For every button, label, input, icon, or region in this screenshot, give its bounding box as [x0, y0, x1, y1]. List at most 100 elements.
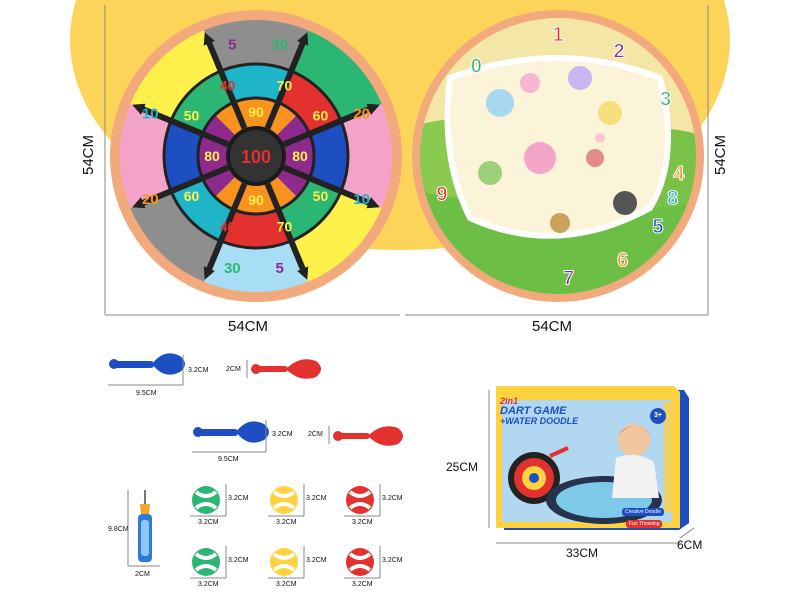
middle-segment	[220, 209, 292, 248]
doodle-number: 5	[652, 216, 663, 238]
spoke-tip	[297, 266, 309, 280]
dart-blue2-length-label: 9.5CM	[218, 456, 239, 463]
middle-segment	[309, 120, 348, 192]
middle-score-label: 60	[313, 108, 329, 124]
board-spoke	[264, 182, 308, 276]
middle-segment	[171, 178, 234, 241]
outer-score-label: 20	[142, 191, 159, 208]
dart-red2-head-label: 2CM	[308, 431, 323, 438]
red-dart-2	[333, 426, 403, 446]
middle-segment	[278, 178, 341, 241]
spoke-tip	[366, 197, 380, 209]
ball	[268, 484, 302, 523]
ball-height-label: 3.2CM	[228, 495, 249, 502]
middle-segment	[278, 71, 341, 134]
box-dim-lines	[488, 390, 695, 544]
ball	[190, 484, 224, 523]
outer-segment	[130, 30, 221, 121]
board-spoke	[282, 164, 376, 208]
outer-score-label: 30	[224, 260, 241, 277]
age-badge: 3+	[650, 408, 666, 424]
board-spoke	[282, 104, 376, 148]
inner-score-label: 90	[248, 192, 264, 208]
ball-icon	[192, 548, 220, 576]
doodle-number: 4	[673, 163, 685, 185]
package-box	[496, 386, 689, 530]
board-spoke	[204, 36, 248, 130]
middle-score-label: 70	[277, 77, 293, 93]
water-pen	[138, 490, 152, 562]
outer-segment	[291, 191, 382, 282]
dart-red-head-label: 2CM	[226, 366, 241, 373]
red-dart-1	[251, 359, 321, 379]
blue-dart-2	[193, 421, 269, 443]
outer-segment	[203, 20, 309, 72]
ball-dim-lines	[344, 546, 384, 591]
ball-height-label: 3.2CM	[306, 557, 327, 564]
ball-width-label: 3.2CM	[198, 581, 219, 588]
spoke-tip	[132, 197, 146, 209]
ball-icon	[270, 486, 298, 514]
middle-score-label: 50	[184, 108, 200, 124]
middle-segment	[220, 64, 292, 103]
middle-segment	[171, 71, 234, 134]
box-depth-label: 6CM	[677, 538, 703, 552]
outer-segment	[340, 103, 392, 209]
ball-icon	[192, 486, 220, 514]
blue-dart-1	[109, 353, 185, 375]
doodle-number: 6	[617, 249, 628, 271]
ball-height-label: 3.2CM	[382, 495, 403, 502]
ball-dim-lines	[344, 484, 384, 529]
tag-creative-doodle: Creative Doodle	[622, 508, 664, 516]
middle-score-label: 40	[220, 218, 236, 234]
inner-score-label: 80	[292, 148, 308, 164]
board-spoke	[264, 36, 308, 130]
ball-width-label: 3.2CM	[198, 519, 219, 526]
outer-score-label: 5	[276, 260, 284, 277]
spoke-tip	[203, 32, 215, 46]
ball-dim-lines	[268, 546, 308, 591]
doodle-number: 2	[613, 40, 624, 62]
dart-dim-lines-1	[108, 355, 184, 386]
spoke-tip	[203, 266, 215, 280]
pen-length-label: 9.8CM	[108, 526, 129, 533]
bullseye-label: 100	[241, 147, 271, 167]
ball	[344, 484, 378, 523]
outer-segment	[203, 240, 309, 292]
middle-segment	[164, 120, 203, 192]
doodle-number: 7	[563, 268, 574, 290]
ball-width-label: 3.2CM	[352, 519, 373, 526]
doodle-number: 8	[667, 188, 678, 210]
outer-score-label: 10	[353, 191, 370, 208]
box-title: 2in1 DART GAME +WATER DOODLE	[500, 396, 610, 426]
board-spoke	[136, 164, 230, 208]
dart-dim-lines-4	[328, 426, 330, 444]
board-width-right-label: 54CM	[532, 318, 573, 335]
box-title-line1: 2in1	[500, 396, 519, 406]
ball	[268, 546, 302, 585]
outer-score-label: 20	[353, 106, 370, 123]
box-width-label: 33CM	[566, 546, 599, 560]
ball-height-label: 3.2CM	[382, 557, 403, 564]
doodle-number: 3	[660, 89, 671, 111]
outer-segment	[291, 30, 382, 121]
outer-score-label: 10	[142, 106, 159, 123]
board-spoke	[204, 182, 248, 276]
outer-segment	[120, 103, 172, 209]
dart-blue-head-label: 3.2CM	[188, 367, 209, 374]
ball-height-label: 3.2CM	[228, 557, 249, 564]
outer-score-label: 30	[271, 37, 288, 54]
dart-dim-lines-2	[246, 360, 248, 378]
outer-segment	[130, 191, 221, 282]
box-height-label: 25CM	[446, 460, 479, 474]
box-title-line3: +WATER DOODLE	[500, 416, 579, 426]
board-width-left-label: 54CM	[228, 318, 269, 335]
tag-fun-throwing: Fun Throwing	[626, 520, 663, 528]
ball-dim-lines	[190, 484, 230, 529]
middle-score-label: 60	[184, 188, 200, 204]
ball	[190, 546, 224, 585]
inner-score-label: 90	[248, 104, 264, 120]
ball-icon	[270, 548, 298, 576]
board-height-left-label: 54CM	[80, 135, 97, 176]
